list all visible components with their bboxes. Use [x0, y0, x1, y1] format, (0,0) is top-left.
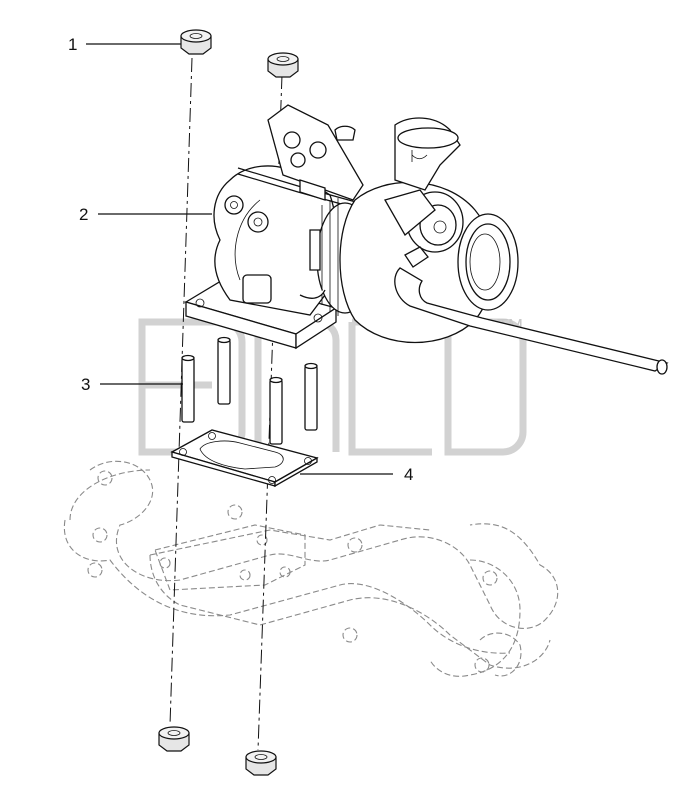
nut-bottom-right — [245, 750, 277, 776]
callouts: 1 2 3 4 — [68, 35, 413, 484]
turbocharger — [184, 104, 669, 375]
callout-4: 4 — [404, 465, 413, 484]
exhaust-manifold — [63, 460, 559, 677]
stud-3 — [269, 376, 283, 445]
callout-2: 2 — [79, 205, 88, 224]
stud-1 — [181, 354, 195, 423]
stud-set — [181, 336, 318, 445]
stud-4 — [304, 362, 318, 431]
stud-2 — [217, 336, 231, 405]
callout-1: 1 — [68, 35, 77, 54]
turbo-gasket — [170, 429, 319, 488]
leader-lines — [86, 43, 393, 475]
nut-top-right — [267, 52, 299, 78]
nut-top-left — [180, 29, 212, 55]
callout-3: 3 — [81, 375, 90, 394]
nut-bottom-left — [158, 726, 190, 752]
